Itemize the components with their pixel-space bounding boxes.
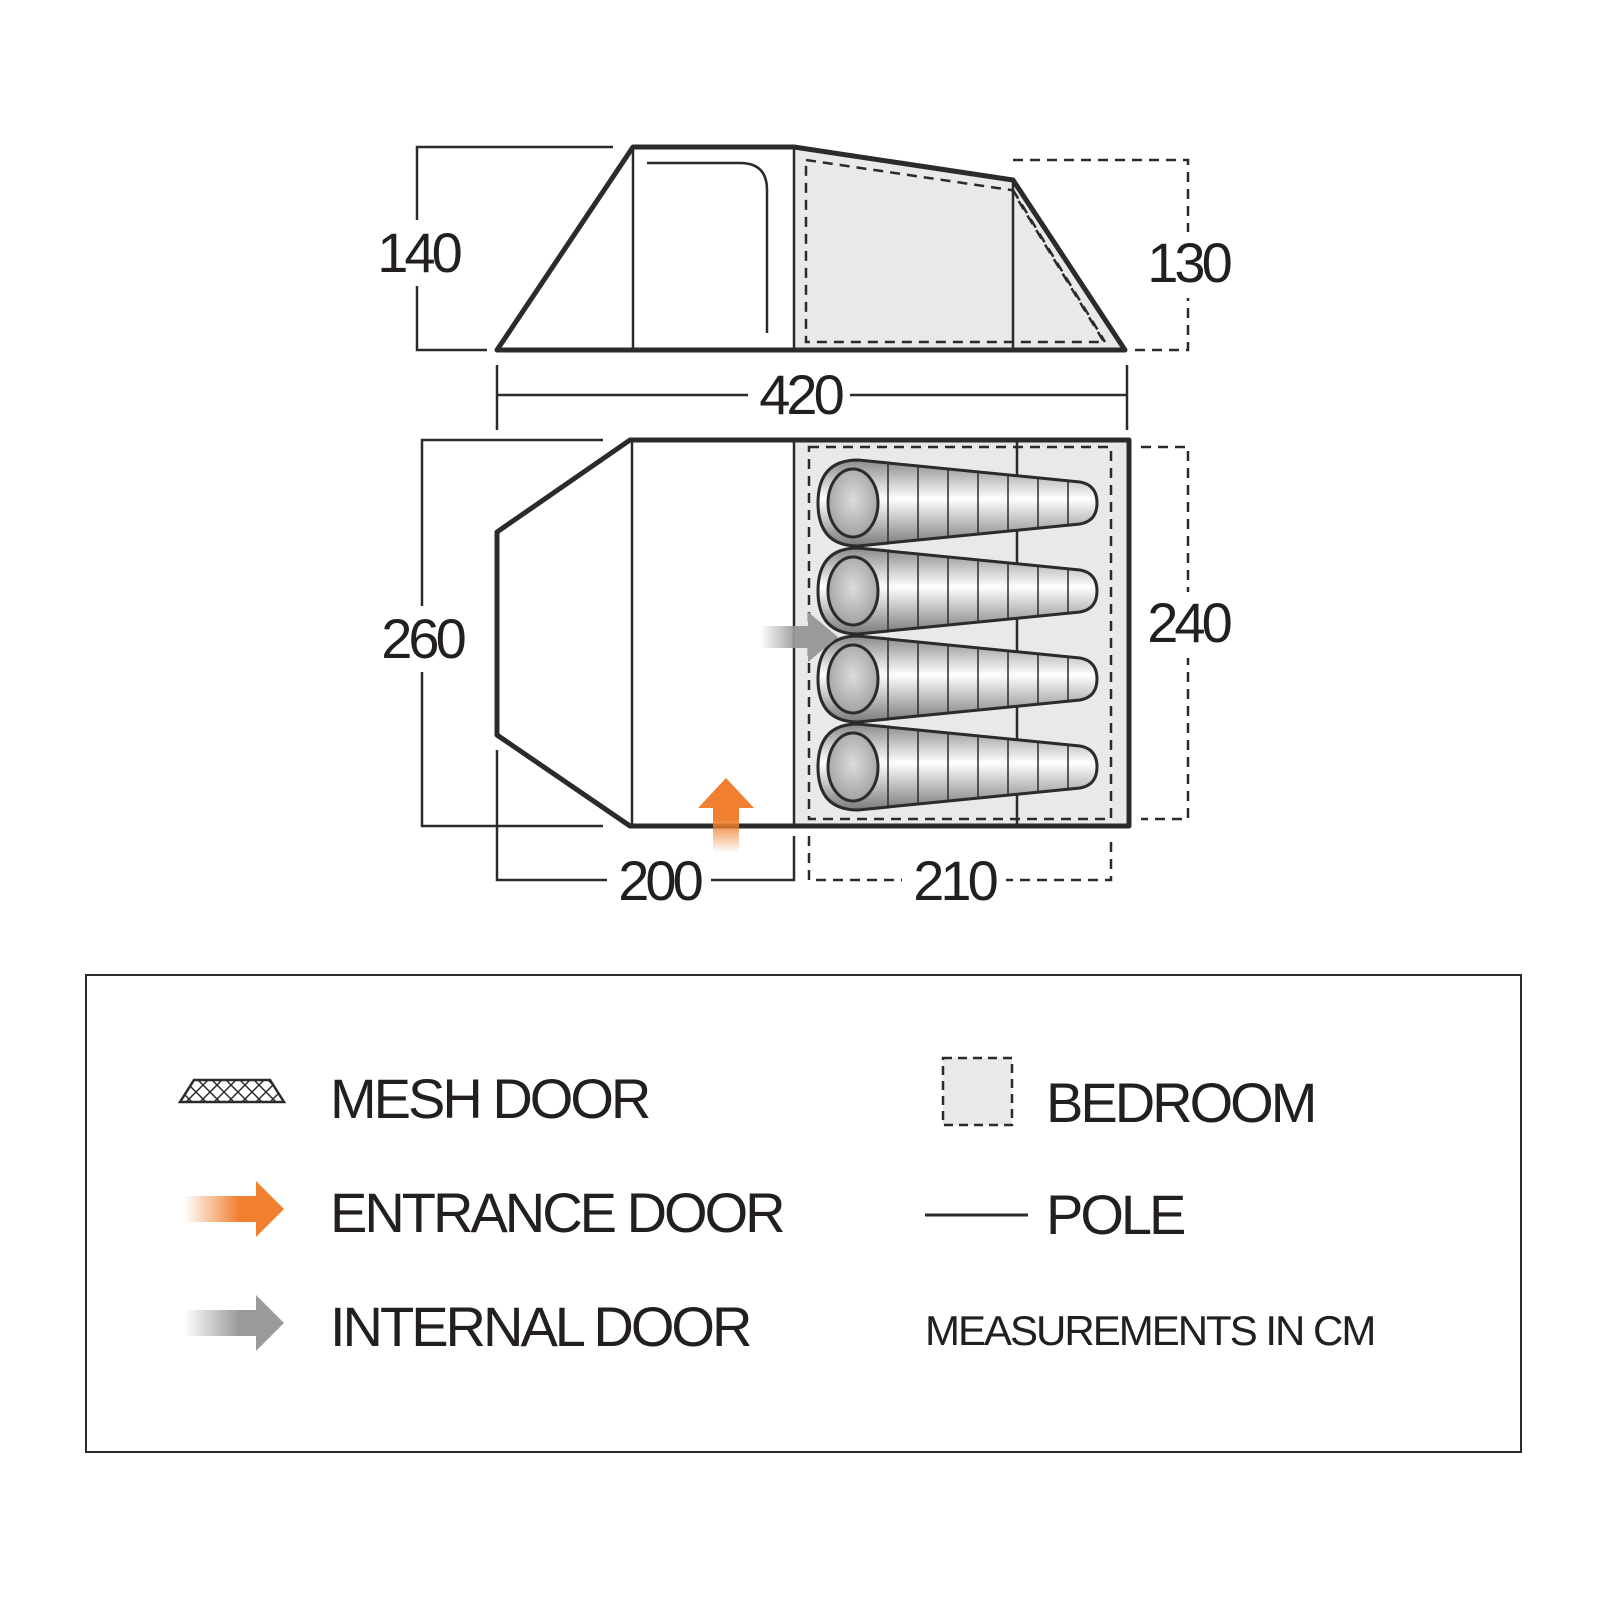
side-bedroom-area [794, 147, 1125, 350]
internal-door-arrow-icon [760, 612, 838, 662]
side-elevation [494, 144, 1128, 353]
dim-width-bedroom: 240 [1147, 591, 1230, 654]
floor-plan [494, 437, 1132, 853]
legend-box [85, 974, 1522, 1453]
dim-height-front: 140 [377, 221, 460, 284]
dim-width-total: 260 [381, 607, 464, 670]
mesh-door-icon [177, 1078, 287, 1104]
sleeping-bag [816, 634, 1099, 724]
side-tent-outline [494, 144, 1128, 353]
floor-tent-outline [494, 437, 1132, 829]
dim-length-porch: 200 [618, 849, 701, 912]
entrance-door-arrow-icon [698, 778, 754, 853]
side-bedroom-dashed-rear [1011, 189, 1107, 343]
sleeping-bag [816, 458, 1099, 548]
sleeping-bags [816, 458, 1099, 812]
legend-entrance-door-label: ENTRANCE DOOR [330, 1181, 783, 1244]
legend-pole-label: POLE [1046, 1183, 1184, 1246]
dim-height-rear: 130 [1147, 231, 1230, 294]
side-dimensions: 140 130 420 [368, 145, 1238, 430]
sleeping-bag [816, 722, 1099, 812]
internal-arrow-legend-icon [184, 1295, 284, 1351]
legend-mesh-door-label: MESH DOOR [330, 1067, 649, 1130]
legend-internal-door-label: INTERNAL DOOR [330, 1295, 750, 1358]
floor-dimensions: 260 240 200 210 [370, 438, 1240, 912]
dim-length-total: 420 [759, 363, 842, 426]
bedroom-legend-icon [941, 1056, 1014, 1127]
sleeping-bag [816, 546, 1099, 636]
legend-bedroom-label: BEDROOM [1046, 1071, 1314, 1134]
legend: MESH DOOR ENTRANCE DOOR INTERNAL DOOR BE… [85, 974, 1522, 1453]
side-door-outline [647, 161, 769, 333]
dim-length-bedroom: 210 [913, 849, 996, 912]
legend-measurements-note: MEASUREMENTS IN CM [925, 1307, 1374, 1354]
entrance-arrow-legend-icon [184, 1181, 284, 1237]
